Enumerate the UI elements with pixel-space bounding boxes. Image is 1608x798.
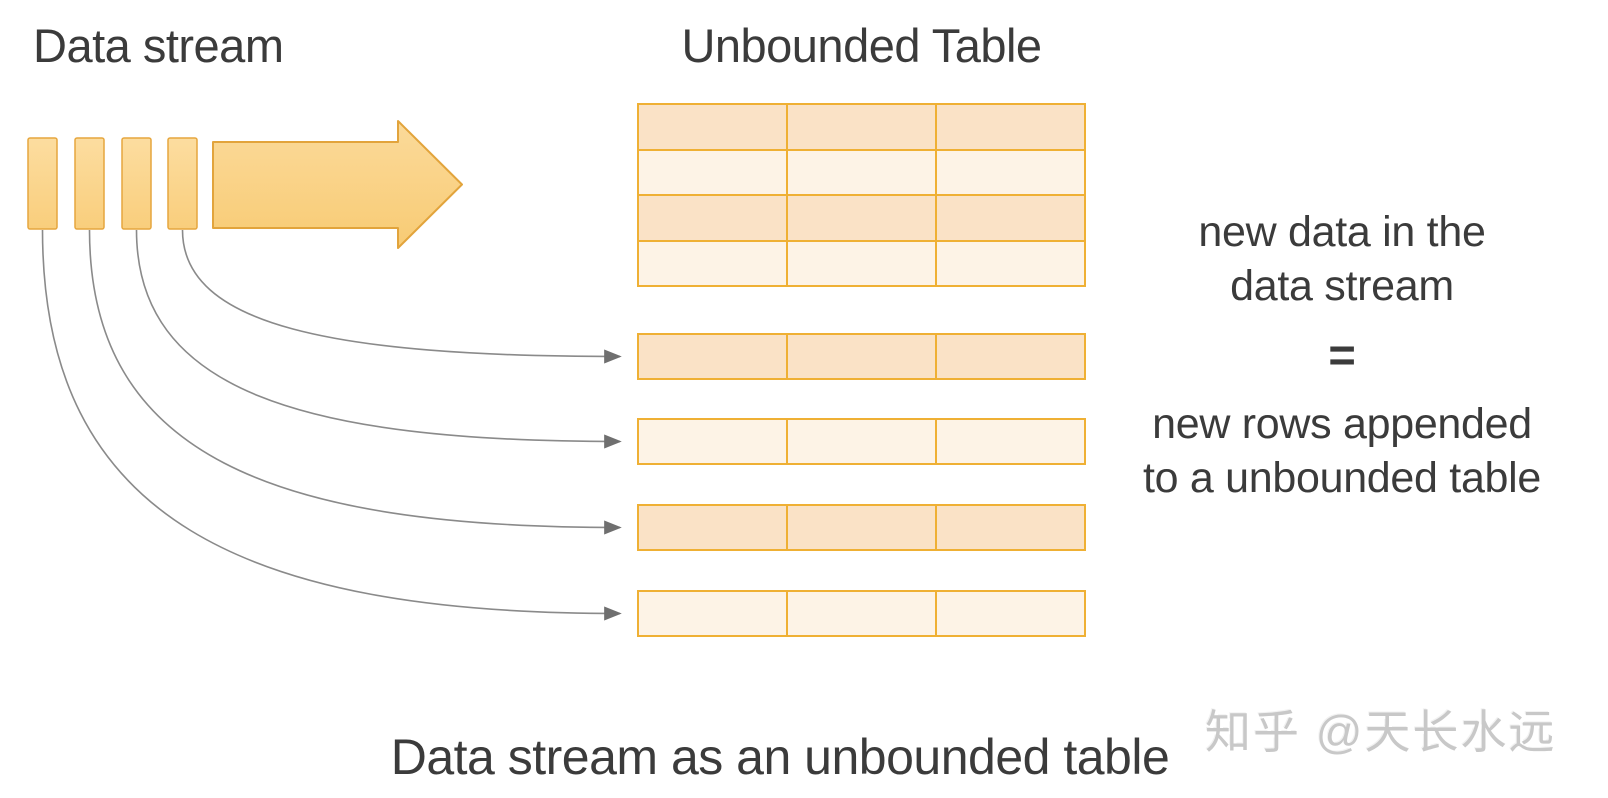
table-row <box>637 148 1086 196</box>
table-cell <box>637 103 788 151</box>
table-row <box>637 333 1086 380</box>
table-cell <box>935 103 1086 151</box>
table-row <box>637 194 1086 242</box>
equation-text: new data in the data stream = new rows a… <box>1120 205 1564 505</box>
equation-line-4: to a unbounded table <box>1142 454 1542 502</box>
table-cell <box>637 504 788 551</box>
appended-row-2 <box>637 418 1086 465</box>
append-connector-4 <box>41 229 622 621</box>
stream-segment-4 <box>167 137 198 230</box>
append-connector-2 <box>135 229 622 449</box>
table-cell <box>786 194 937 242</box>
table-cell <box>935 333 1086 380</box>
table-cell <box>637 148 788 196</box>
table-cell <box>637 418 788 465</box>
table-cell <box>935 194 1086 242</box>
appended-row-4 <box>637 590 1086 637</box>
right-arrow-icon <box>212 120 463 249</box>
equals-sign: = <box>1328 328 1356 381</box>
data-stream-label: Data stream <box>33 19 284 72</box>
table-cell <box>935 239 1086 287</box>
table-row <box>637 418 1086 465</box>
table-row <box>637 239 1086 287</box>
table-cell <box>786 418 937 465</box>
unbounded-table-label: Unbounded Table <box>681 19 1042 72</box>
table-cell <box>637 590 788 637</box>
stream-segment-1 <box>27 137 58 230</box>
appended-row-3 <box>637 504 1086 551</box>
caption: Data stream as an unbounded table <box>390 729 1170 785</box>
equation-line-1: new data in the <box>1198 208 1486 256</box>
table-cell <box>935 418 1086 465</box>
table-cell <box>786 239 937 287</box>
stream-segment-2 <box>74 137 105 230</box>
table-cell <box>786 148 937 196</box>
table-cell <box>637 239 788 287</box>
append-connector-3 <box>88 229 622 535</box>
table-cell <box>786 103 937 151</box>
table-cell <box>786 504 937 551</box>
table-cell <box>935 504 1086 551</box>
table-cell <box>637 194 788 242</box>
equation-line-2: data stream <box>1230 262 1454 310</box>
table-row <box>637 504 1086 551</box>
table-cell <box>637 333 788 380</box>
unbounded-table <box>637 103 1086 287</box>
append-connector-1 <box>181 229 622 364</box>
equation-line-3: new rows appended <box>1152 400 1532 448</box>
table-cell <box>786 590 937 637</box>
table-row <box>637 103 1086 151</box>
table-row <box>637 590 1086 637</box>
table-cell <box>935 590 1086 637</box>
table-cell <box>786 333 937 380</box>
appended-row-1 <box>637 333 1086 380</box>
stream-segment-3 <box>121 137 152 230</box>
watermark: 知乎 @天长水远 <box>1205 706 1557 758</box>
table-cell <box>935 148 1086 196</box>
